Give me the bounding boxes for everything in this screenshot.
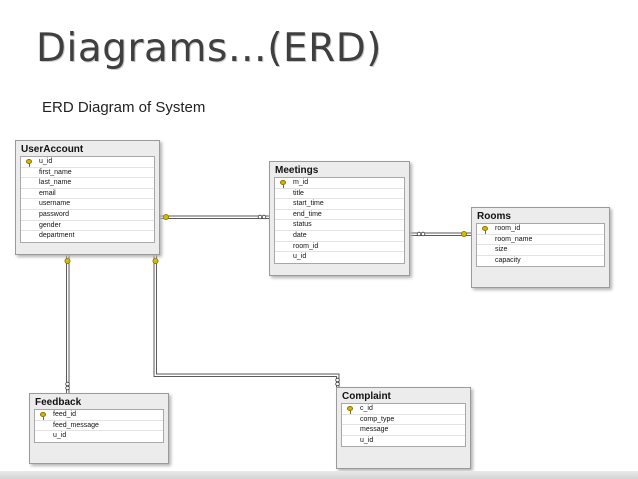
- field-name: start_time: [293, 200, 324, 208]
- field-row: email: [21, 189, 154, 200]
- entity-useraccount[interactable]: UserAccount u_id first_name last_name em…: [15, 140, 160, 255]
- field-name: gender: [39, 221, 61, 229]
- field-name: feed_id: [53, 411, 76, 418]
- field-row: capacity: [477, 256, 604, 267]
- field-name: room_name: [495, 235, 533, 243]
- field-row: comp_type: [342, 415, 465, 426]
- field-name: end_time: [293, 210, 322, 218]
- key-icon: [162, 213, 169, 220]
- field-name: department: [39, 232, 75, 240]
- field-row: m_id: [275, 178, 404, 189]
- field-row: gender: [21, 221, 154, 232]
- field-row: feed_id: [35, 410, 163, 421]
- entity-rooms[interactable]: Rooms room_id room_name size capacity: [471, 207, 610, 288]
- field-name: first_name: [39, 168, 72, 176]
- field-name: last_name: [39, 179, 72, 187]
- field-name: feed_message: [53, 421, 99, 429]
- field-row: start_time: [275, 199, 404, 210]
- field-list: u_id first_name last_name email username…: [20, 156, 155, 243]
- field-name: room_id: [293, 242, 319, 250]
- infinity-icon: [65, 381, 70, 391]
- field-name: c_id: [360, 405, 373, 412]
- field-row: date: [275, 231, 404, 242]
- slide-footer-bar: [0, 471, 638, 479]
- relationship-useraccount-feedback: [66, 255, 70, 393]
- infinity-icon: [335, 377, 340, 387]
- field-name: u_id: [53, 432, 67, 440]
- field-row: title: [275, 189, 404, 200]
- infinity-icon: [416, 231, 426, 237]
- field-row: message: [342, 425, 465, 436]
- field-row: u_id: [342, 436, 465, 447]
- field-name: m_id: [293, 179, 309, 186]
- key-icon: [40, 411, 46, 420]
- field-list: m_id title start_time end_time status da…: [274, 177, 405, 264]
- entity-title: Complaint: [342, 391, 391, 402]
- entity-title: Feedback: [35, 397, 82, 408]
- field-name: password: [39, 210, 69, 218]
- entity-title: UserAccount: [21, 144, 84, 155]
- infinity-icon: [257, 214, 267, 220]
- field-name: email: [39, 189, 56, 197]
- entity-feedback[interactable]: Feedback feed_id feed_message u_id: [29, 393, 169, 464]
- field-name: u_id: [293, 253, 307, 261]
- field-name: capacity: [495, 256, 521, 264]
- field-name: u_id: [360, 436, 374, 444]
- field-list: feed_id feed_message u_id: [34, 409, 164, 443]
- field-row: u_id: [35, 431, 163, 442]
- field-name: date: [293, 231, 307, 239]
- key-icon: [482, 225, 488, 234]
- field-name: u_id: [39, 158, 53, 165]
- field-name: size: [495, 246, 508, 254]
- field-list: room_id room_name size capacity: [476, 223, 605, 268]
- field-row: status: [275, 220, 404, 231]
- key-icon: [347, 405, 353, 414]
- key-icon: [64, 257, 71, 264]
- field-row: room_id: [477, 224, 604, 235]
- field-name: message: [360, 426, 389, 434]
- field-row: last_name: [21, 178, 154, 189]
- field-row: c_id: [342, 404, 465, 415]
- key-icon: [152, 257, 159, 264]
- field-row: end_time: [275, 210, 404, 221]
- field-name: comp_type: [360, 415, 395, 423]
- key-icon: [26, 158, 32, 167]
- relationship-useraccount-meetings: [160, 215, 269, 219]
- key-icon: [460, 230, 467, 237]
- field-row: first_name: [21, 168, 154, 179]
- field-row: room_id: [275, 242, 404, 253]
- key-icon: [280, 179, 286, 188]
- field-name: username: [39, 200, 71, 208]
- field-row: u_id: [275, 252, 404, 263]
- entity-meetings[interactable]: Meetings m_id title start_time end_time …: [269, 161, 410, 276]
- field-name: status: [293, 221, 312, 229]
- entity-complaint[interactable]: Complaint c_id comp_type message u_id: [336, 387, 471, 469]
- field-list: c_id comp_type message u_id: [341, 403, 466, 448]
- slide-title: Diagrams…(ERD): [36, 26, 382, 71]
- field-row: room_name: [477, 235, 604, 246]
- field-row: username: [21, 199, 154, 210]
- field-row: feed_message: [35, 421, 163, 432]
- entity-title: Rooms: [477, 211, 511, 222]
- field-row: size: [477, 245, 604, 256]
- field-row: u_id: [21, 157, 154, 168]
- field-row: password: [21, 210, 154, 221]
- field-row: department: [21, 231, 154, 242]
- slide-subtitle: ERD Diagram of System: [42, 99, 206, 116]
- entity-title: Meetings: [275, 165, 319, 176]
- field-name: title: [293, 189, 304, 197]
- field-name: room_id: [495, 225, 521, 232]
